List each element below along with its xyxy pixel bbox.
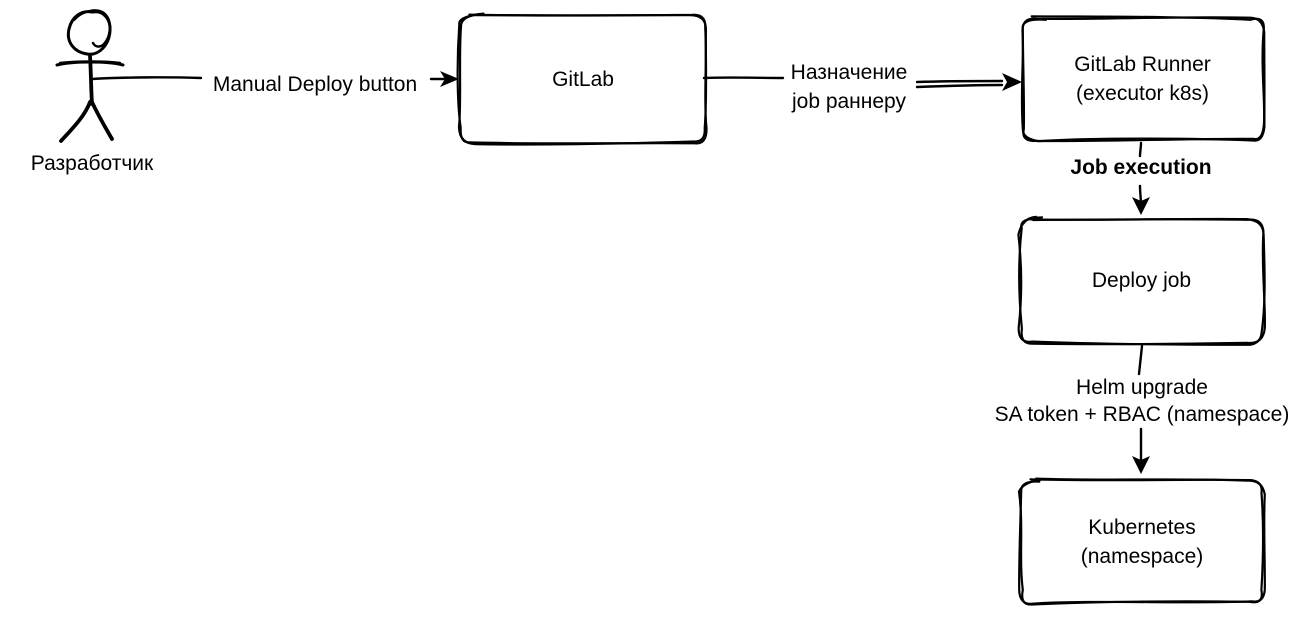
node-box-deploy-job	[1017, 215, 1267, 346]
box-outline	[1017, 478, 1265, 606]
person-arms-second-stroke-icon	[58, 60, 122, 65]
edge-label-line1: Назначение	[790, 61, 908, 84]
node-label-text: Kubernetes	[1088, 515, 1196, 539]
edge-label-line1: Helm upgrade	[1076, 376, 1208, 399]
arrowhead-down-icon	[1132, 197, 1150, 215]
person-left-leg-icon	[59, 100, 92, 143]
node-label-kubernetes: Kubernetes (namespace)	[1021, 480, 1263, 603]
arrowhead-right-icon	[440, 71, 459, 87]
edge-label-manual-deploy: Manual Deploy button	[212, 73, 418, 96]
box-outline	[1017, 215, 1266, 346]
person-head-scribble-icon	[72, 9, 112, 48]
person-body-icon	[88, 54, 94, 106]
arrowhead-right-icon	[1002, 73, 1022, 91]
node-label-gitlab: GitLab	[460, 15, 706, 143]
edge-label-assign-job: Назначение job раннеру	[779, 58, 919, 116]
edge-label-line2: SA token + RBAC (namespace)	[994, 403, 1290, 426]
edge-line	[915, 79, 1004, 84]
node-label-deploy-job: Deploy job	[1020, 218, 1263, 343]
edge-runner-deployjob	[1132, 141, 1150, 215]
edge-line	[90, 76, 203, 81]
node-sublabel-text: (executor k8s)	[1075, 82, 1210, 105]
node-sublabel-text: (namespace)	[1080, 544, 1204, 568]
box-outline	[1020, 16, 1266, 143]
node-label-text: GitLab Runner	[1074, 53, 1211, 76]
developer-figure	[55, 9, 125, 143]
node-label-text: Deploy job	[1091, 269, 1192, 292]
box-outline	[456, 13, 708, 145]
box-outline	[1021, 15, 1266, 143]
edge-line	[1137, 344, 1144, 376]
edge-line	[1138, 141, 1143, 158]
node-label-gitlab-runner: GitLab Runner (executor k8s)	[1022, 18, 1263, 140]
edge-line	[915, 83, 1004, 89]
actor-label: Разработчик	[30, 152, 154, 175]
edge-label-job-execution: Job execution	[1070, 156, 1212, 179]
node-label-text: GitLab	[552, 67, 614, 91]
edge-developer-gitlab	[90, 71, 459, 87]
node-box-gitlab	[456, 12, 708, 146]
node-box-kubernetes	[1017, 477, 1266, 606]
node-box-gitlab-runner	[1020, 15, 1266, 143]
person-right-leg-icon	[90, 100, 114, 141]
edge-label-helm-upgrade: Helm upgrade SA token + RBAC (namespace)	[983, 374, 1301, 428]
edge-deployjob-kubernetes	[1132, 344, 1150, 474]
arrowhead-down-icon	[1132, 456, 1150, 474]
edge-gitlab-runner	[702, 73, 1022, 91]
edge-label-line2: job раннеру	[791, 90, 907, 113]
